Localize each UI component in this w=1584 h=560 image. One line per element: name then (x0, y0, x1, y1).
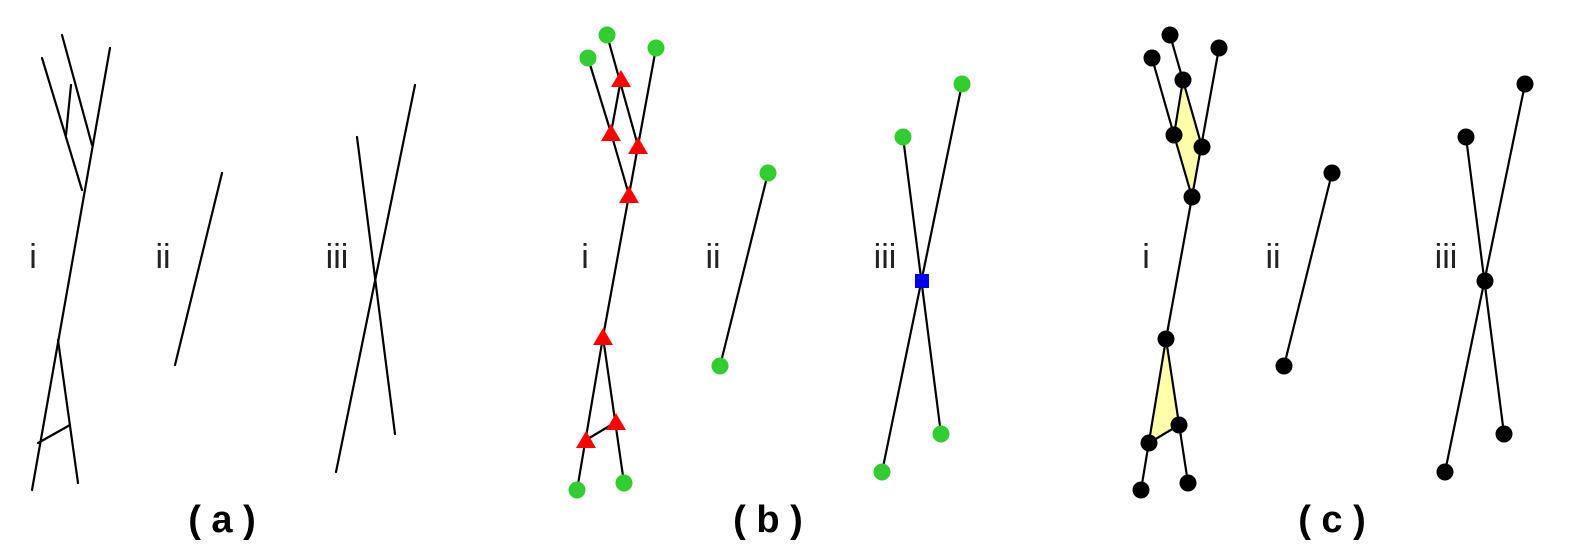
endpoint-marker (953, 75, 971, 93)
sub-label-i: i (1142, 238, 1150, 276)
panel-a-network-ii (173, 171, 224, 367)
node-marker (1140, 434, 1158, 452)
segment (1172, 133, 1194, 199)
segment (1168, 33, 1204, 149)
node-marker (1170, 416, 1188, 434)
segment (609, 131, 631, 197)
node-marker (1495, 425, 1513, 443)
endpoint-marker (759, 164, 777, 182)
segment (1172, 78, 1185, 137)
segment (601, 193, 631, 339)
crossing-marker (915, 274, 929, 288)
sub-label-i: i (581, 238, 589, 276)
junction-marker (619, 186, 639, 203)
endpoint-marker (615, 474, 633, 492)
segment (173, 171, 224, 367)
panel-c-network-ii (1282, 171, 1334, 368)
panel-label-b: ( b ) (733, 499, 803, 541)
panel-label-c: ( c ) (1298, 499, 1366, 541)
junction-marker (593, 328, 613, 345)
junction-marker (601, 124, 621, 141)
endpoint-marker (568, 481, 586, 499)
sub-label-iii: iii (1435, 238, 1458, 276)
sub-label-ii: ii (155, 238, 170, 276)
segment (40, 56, 84, 192)
segment (575, 335, 605, 492)
endpoint-marker (598, 26, 616, 44)
segment (1164, 195, 1194, 341)
segment (1190, 46, 1221, 199)
junction-marker (606, 413, 626, 430)
panel-c: i ii iii ( c ) (1132, 26, 1534, 541)
panel-a: i ii iii ( a ) (29, 33, 417, 541)
node-marker (1193, 138, 1211, 156)
endpoint-marker (894, 128, 912, 146)
node-marker (1165, 126, 1183, 144)
cycle-region (1149, 339, 1179, 443)
segment (56, 338, 80, 485)
segment (60, 33, 94, 147)
sub-label-iii: iii (326, 238, 349, 276)
segment (1139, 337, 1168, 492)
endpoint-marker (711, 357, 729, 375)
panel-b-network-ii (718, 171, 770, 368)
endpoint-marker (647, 39, 665, 57)
endpoint-marker (932, 425, 950, 443)
node-marker (1143, 49, 1161, 67)
node-marker (1436, 463, 1454, 481)
segment (609, 77, 623, 135)
segment (627, 46, 658, 197)
segment (30, 46, 112, 492)
segment (64, 83, 73, 137)
node-marker (1183, 188, 1201, 206)
sub-label-iii: iii (874, 238, 897, 276)
segment (1282, 171, 1334, 368)
sub-label-ii: ii (705, 238, 720, 276)
segment (334, 83, 417, 474)
node-marker (1476, 272, 1494, 290)
segment (1164, 337, 1190, 485)
node-marker (1179, 474, 1197, 492)
segment (1150, 56, 1176, 137)
segment (586, 56, 613, 135)
sub-label-ii: ii (1265, 238, 1280, 276)
panel-b-network-i (575, 33, 658, 492)
node-marker (1132, 481, 1150, 499)
segment (605, 33, 640, 148)
sub-label-i: i (29, 238, 37, 276)
node-marker (1210, 39, 1228, 57)
node-marker (1174, 71, 1192, 89)
panel-label-a: ( a ) (188, 499, 256, 541)
node-marker (1323, 164, 1341, 182)
node-marker (1457, 128, 1475, 146)
panel-b: i ii iii ( b ) (568, 26, 971, 541)
endpoint-marker (873, 463, 891, 481)
junction-markers (576, 70, 648, 448)
segment (601, 335, 626, 485)
endpoint-markers (568, 26, 971, 499)
node-marker (1161, 26, 1179, 44)
segment (36, 423, 72, 445)
junction-marker (576, 431, 596, 448)
cycle-region (1174, 80, 1202, 197)
junction-marker (611, 70, 631, 87)
junction-marker (628, 137, 648, 154)
endpoint-marker (579, 49, 597, 67)
segment (355, 135, 397, 436)
node-markers (1132, 26, 1534, 499)
panel-a-network-iii (334, 83, 417, 474)
node-marker (1275, 357, 1293, 375)
panel-a-network-i (30, 33, 112, 492)
segment (718, 171, 770, 368)
node-marker (1516, 75, 1534, 93)
node-marker (1157, 330, 1175, 348)
